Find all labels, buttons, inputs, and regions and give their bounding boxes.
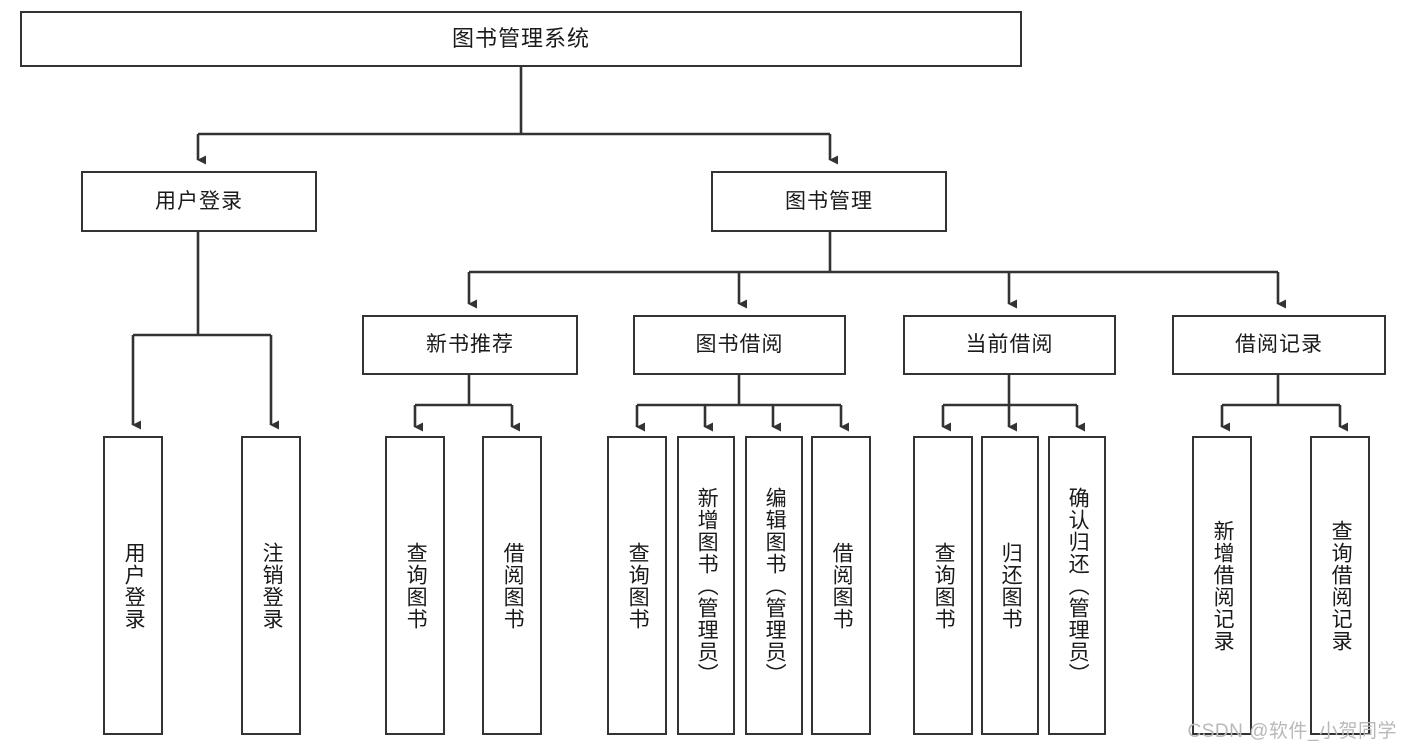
node-root-book-management-system[interactable]: 图书管理系统 [20, 11, 1022, 67]
watermark-text: CSDN @软件_小贺同学 [1187, 721, 1397, 742]
leaf-book-borrow-borrow-book[interactable]: 借阅图书 [811, 436, 871, 735]
node-label: 当前借阅 [965, 333, 1054, 357]
leaf-current-borrow-confirm-return-admin[interactable]: 确认归还（管理员） [1048, 436, 1106, 735]
leaf-user-login-logout[interactable]: 注销登录 [241, 436, 301, 735]
node-book-borrow[interactable]: 图书借阅 [633, 315, 846, 375]
leaf-current-borrow-query-book[interactable]: 查询图书 [913, 436, 973, 735]
leaf-borrow-record-query-record[interactable]: 查询借阅记录 [1310, 436, 1370, 735]
leaf-book-borrow-add-book-admin[interactable]: 新增图书（管理员） [677, 436, 735, 735]
node-label: 确认归还（管理员） [1066, 486, 1090, 685]
node-label: 图书管理系统 [451, 25, 590, 51]
node-book-management[interactable]: 图书管理 [711, 171, 947, 232]
node-label: 用户登录 [155, 189, 243, 213]
node-label: 新增借阅记录 [1211, 519, 1235, 652]
node-label: 用户登录 [122, 541, 146, 630]
node-current-borrow[interactable]: 当前借阅 [903, 315, 1116, 375]
leaf-book-borrow-edit-book-admin[interactable]: 编辑图书（管理员） [745, 436, 803, 735]
node-borrow-record[interactable]: 借阅记录 [1172, 315, 1386, 375]
node-label: 查询图书 [932, 541, 956, 630]
leaf-book-borrow-query-book[interactable]: 查询图书 [607, 436, 667, 735]
node-label: 借阅记录 [1235, 333, 1323, 357]
node-label: 编辑图书（管理员） [763, 486, 787, 685]
node-label: 注销登录 [260, 541, 284, 630]
node-label: 新增图书（管理员） [695, 486, 719, 685]
node-label: 新书推荐 [426, 333, 514, 357]
node-label: 查询图书 [404, 541, 428, 630]
node-label: 图书管理 [785, 189, 873, 213]
node-label: 借阅图书 [830, 541, 854, 630]
node-label: 图书借阅 [695, 333, 784, 357]
leaf-current-borrow-return-book[interactable]: 归还图书 [981, 436, 1039, 735]
node-label: 借阅图书 [501, 541, 525, 630]
node-label: 归还图书 [999, 541, 1023, 630]
leaf-user-login-login[interactable]: 用户登录 [103, 436, 163, 735]
leaf-borrow-record-add-record[interactable]: 新增借阅记录 [1192, 436, 1252, 735]
leaf-new-book-query-book[interactable]: 查询图书 [385, 436, 445, 735]
leaf-new-book-borrow-book[interactable]: 借阅图书 [482, 436, 542, 735]
node-new-book-recommend[interactable]: 新书推荐 [362, 315, 578, 375]
node-user-login[interactable]: 用户登录 [81, 171, 317, 232]
node-label: 查询图书 [626, 541, 650, 630]
node-label: 查询借阅记录 [1329, 519, 1353, 652]
